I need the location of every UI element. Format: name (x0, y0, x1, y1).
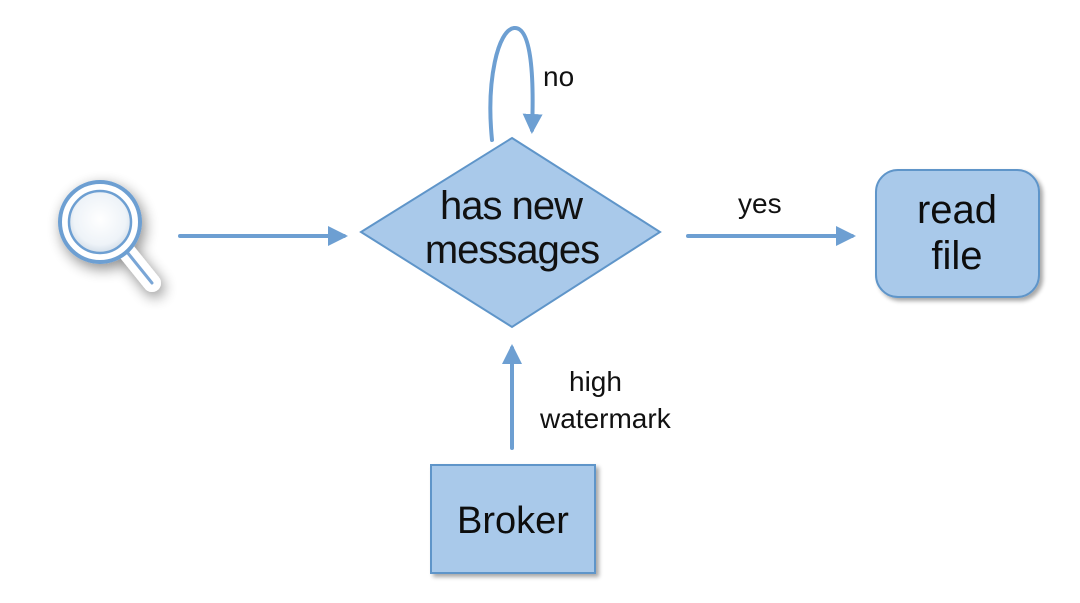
search-icon (58, 180, 161, 292)
edge-label-yes: yes (738, 188, 782, 219)
read-file-node: read file (875, 169, 1040, 298)
decision-node: has new messages (359, 136, 662, 329)
read-file-label-line1: read (917, 188, 997, 232)
edge-label-no: no (543, 61, 574, 92)
decision-label-line1: has new (440, 184, 583, 228)
edge-label-watermark: watermark (539, 403, 672, 434)
arrow-loop-no (488, 26, 543, 142)
decision-label-line2: messages (425, 228, 599, 272)
broker-label: Broker (457, 500, 569, 542)
read-file-label-line2: file (931, 234, 982, 278)
broker-node: Broker (430, 464, 596, 574)
edge-label-high: high (569, 366, 622, 397)
